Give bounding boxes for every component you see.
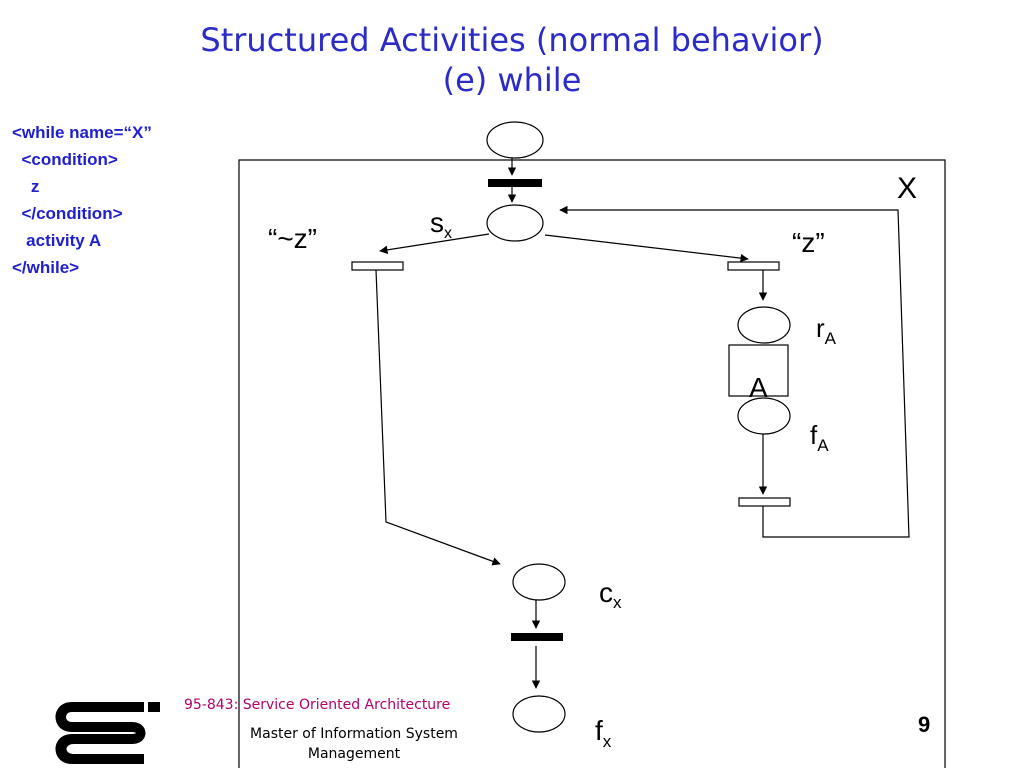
place-cx <box>512 563 566 601</box>
place-cx-label: cx <box>599 577 622 612</box>
place-sx-label: sx <box>430 207 452 242</box>
code-line-while-open: <while name=“X” <box>12 123 152 142</box>
arc-sx-to-z <box>544 234 749 263</box>
z-transition <box>727 261 780 271</box>
code-line-condition-close: </condition> <box>12 204 123 223</box>
scope-box <box>238 159 946 768</box>
loop-transition <box>738 497 791 507</box>
code-line-condition-value: z <box>12 177 40 196</box>
place-fA-label: fA <box>810 420 829 455</box>
not-z-transition <box>351 261 404 271</box>
footer-program-name: Master of Information System Management <box>250 726 458 762</box>
place-rA <box>737 306 791 344</box>
arc-loop-back-to-sx <box>559 205 910 538</box>
place-fx <box>512 695 566 733</box>
activity-a-box <box>728 344 789 397</box>
code-line-condition-open: <condition> <box>12 150 118 169</box>
entry-place <box>486 121 544 159</box>
place-fA <box>737 397 791 435</box>
slide-title-line2: (e) while <box>442 61 582 99</box>
university-logo <box>55 702 160 764</box>
place-fx-label: fx <box>595 715 612 751</box>
scope-label: X <box>897 172 917 205</box>
arc-sx-to-not-z <box>379 233 490 254</box>
footer-course-title: 95-843: Service Oriented Architecture <box>184 697 451 713</box>
slide-title-line1: Structured Activities (normal behavior) <box>200 21 824 59</box>
place-sx <box>486 204 544 242</box>
page-number: 9 <box>918 712 931 737</box>
z-label: “z” <box>792 227 825 258</box>
not-z-label: “~z” <box>268 223 317 254</box>
arc-not-z-to-cx <box>375 269 501 566</box>
code-line-activity: activity A <box>12 231 102 250</box>
place-rA-label: rA <box>816 313 837 348</box>
end-transition <box>511 633 563 641</box>
activity-a-label: A <box>749 372 768 403</box>
code-line-while-close: </while> <box>12 258 80 277</box>
start-transition <box>488 179 542 187</box>
